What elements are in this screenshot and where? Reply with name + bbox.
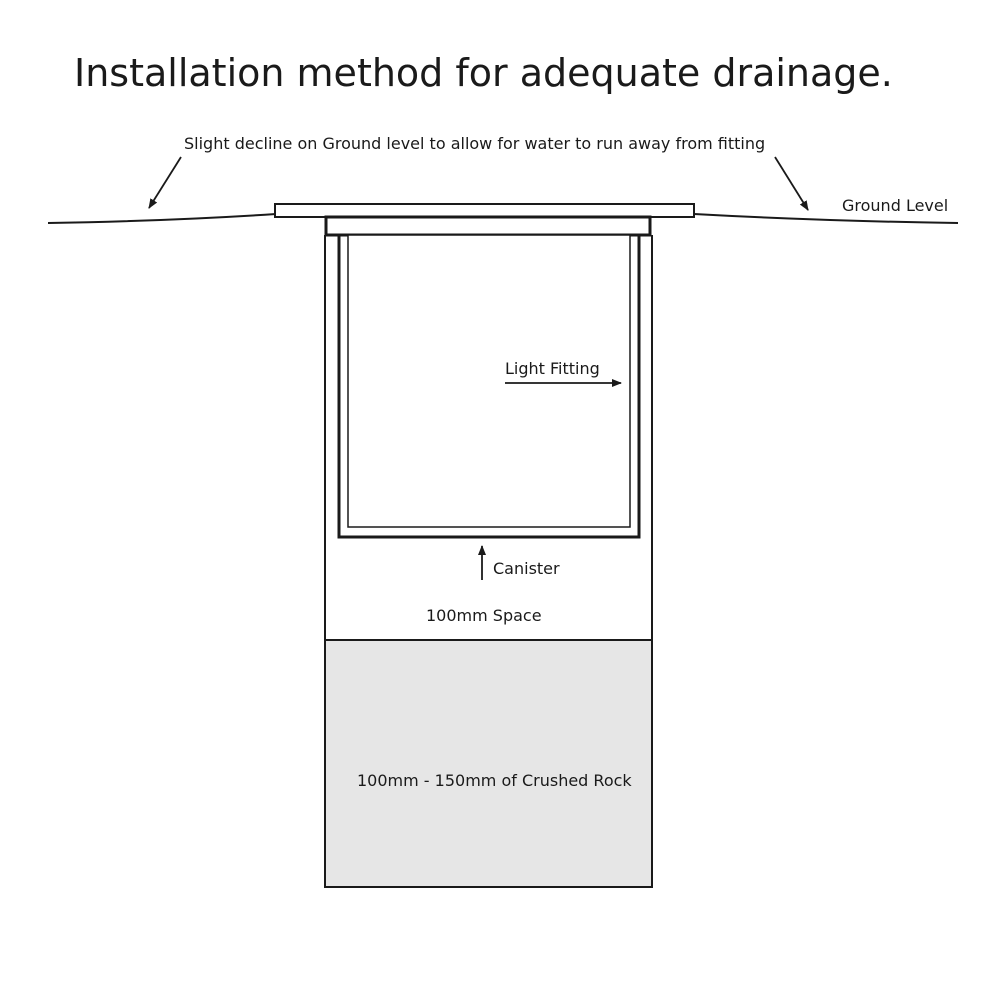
fitting-collar — [324, 215, 652, 237]
ground-level-label: Ground Level — [842, 196, 948, 215]
diagram-title: Installation method for adequate drainag… — [74, 51, 893, 95]
crushed-rock-layer — [324, 639, 653, 888]
space-label: 100mm Space — [426, 606, 542, 625]
decline-note: Slight decline on Ground level to allow … — [184, 134, 765, 153]
light-fitting — [347, 234, 631, 528]
crushed-rock-label: 100mm - 150mm of Crushed Rock — [357, 771, 632, 790]
fitting-lid — [274, 203, 695, 218]
decline-arrow-right — [774, 156, 809, 211]
ground-line-left — [47, 213, 277, 224]
light-fitting-label: Light Fitting — [505, 359, 600, 378]
ground-line-right — [693, 213, 959, 224]
decline-arrow-left — [148, 156, 182, 209]
canister-label: Canister — [493, 559, 560, 578]
